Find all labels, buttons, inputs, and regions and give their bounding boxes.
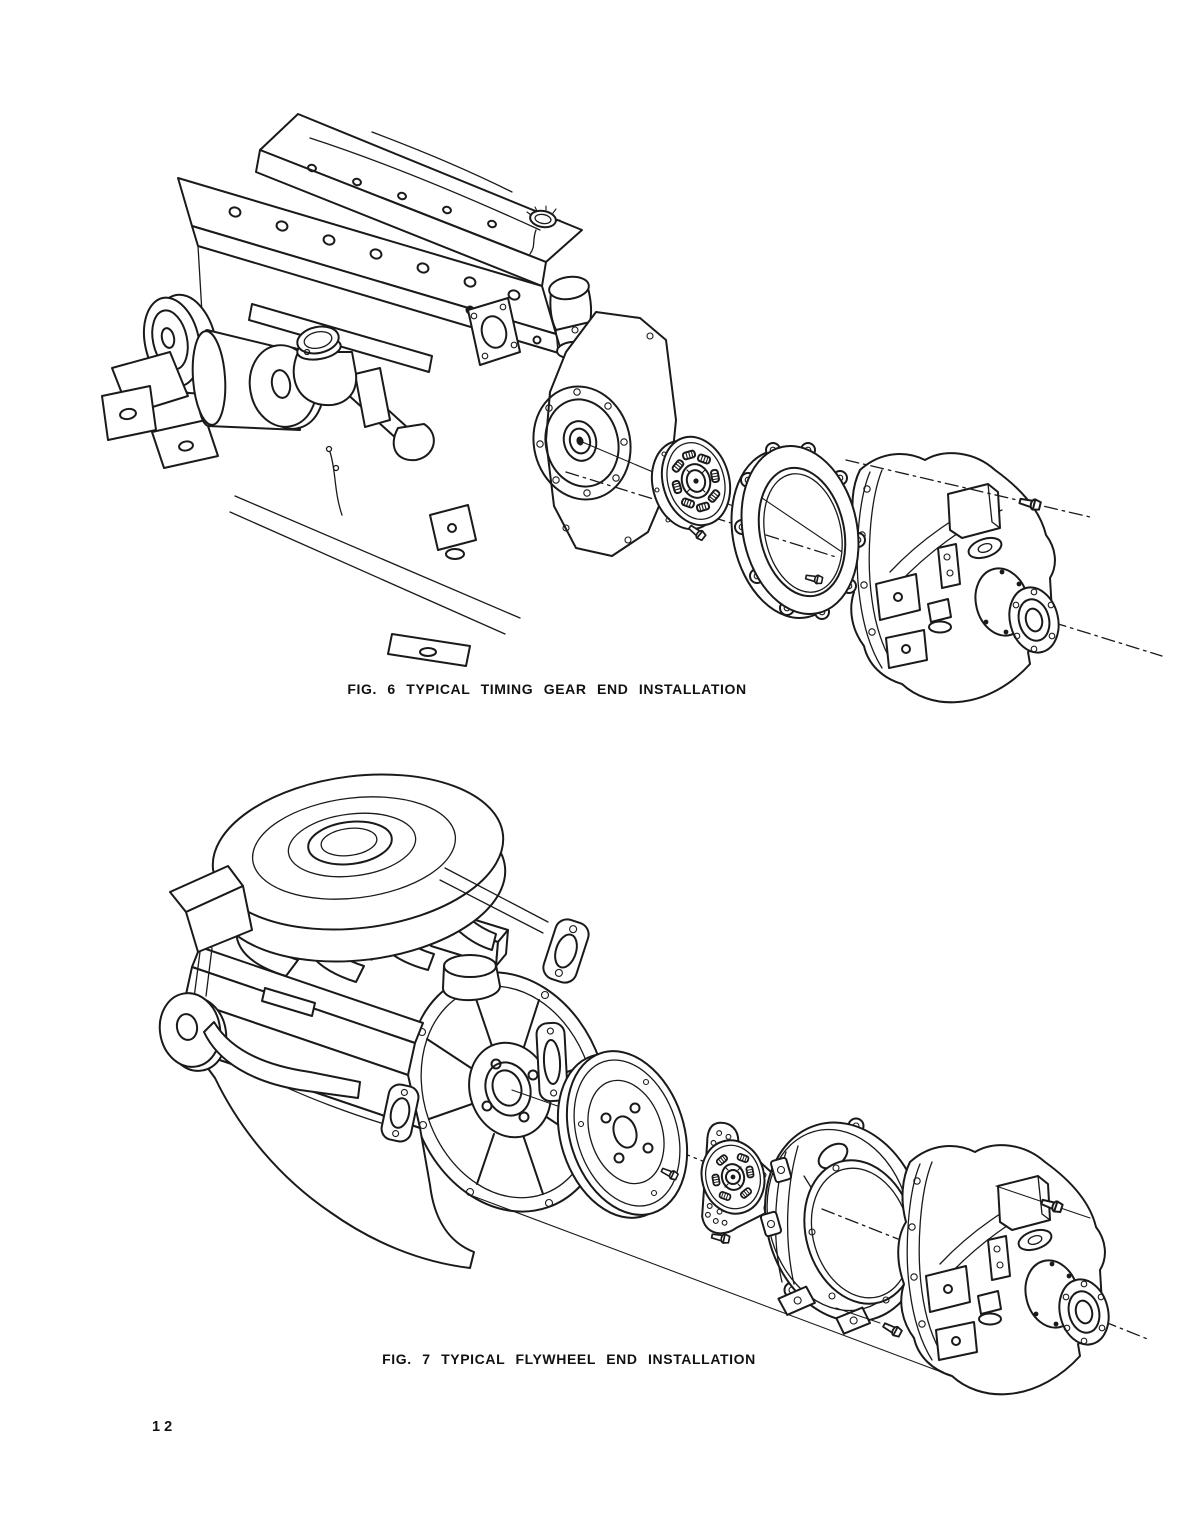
front-mount-bracket (158, 865, 253, 1072)
crankshaft-hub (468, 1041, 552, 1139)
transmission-assembly (847, 452, 1060, 704)
bell-housing (759, 1117, 926, 1335)
carburetor-riser (442, 954, 501, 1002)
oil-filler-cap (526, 205, 561, 255)
fig6-engine (101, 112, 678, 667)
adapter-housing-ring (730, 442, 866, 620)
water-outlet-flange (467, 297, 521, 366)
front-accessories (101, 293, 435, 469)
figure-7-illustration (158, 768, 1151, 1396)
transmission-assembly (897, 1144, 1117, 1396)
mounting-bolts (686, 459, 1091, 586)
engine-block (184, 946, 475, 1269)
figure-6-illustration (101, 112, 1163, 704)
timing-gear-cover (532, 311, 677, 557)
dipstick (329, 451, 343, 516)
fuel-pump (292, 325, 435, 462)
mounting-bolts (659, 1165, 1091, 1339)
bolt-icon (880, 1319, 904, 1339)
flywheel (556, 1050, 689, 1219)
figure-7-caption: FIG. 7 TYPICAL FLYWHEEL END INSTALLATION (382, 1351, 756, 1367)
output-flange (1008, 586, 1060, 654)
engine-block (197, 245, 542, 667)
drive-damper-disc (650, 435, 732, 531)
cylinder-head (177, 177, 563, 355)
oil-sump (195, 1051, 475, 1269)
air-cleaner (211, 773, 507, 963)
oil-pan-foot (387, 633, 471, 667)
fig7-engine (158, 768, 609, 1282)
exhaust-flanges (203, 867, 590, 1143)
figure-6-caption: FIG. 6 TYPICAL TIMING GEAR END INSTALLAT… (347, 681, 747, 697)
page-number: 12 (152, 1419, 177, 1435)
leader-line (469, 1194, 953, 1377)
